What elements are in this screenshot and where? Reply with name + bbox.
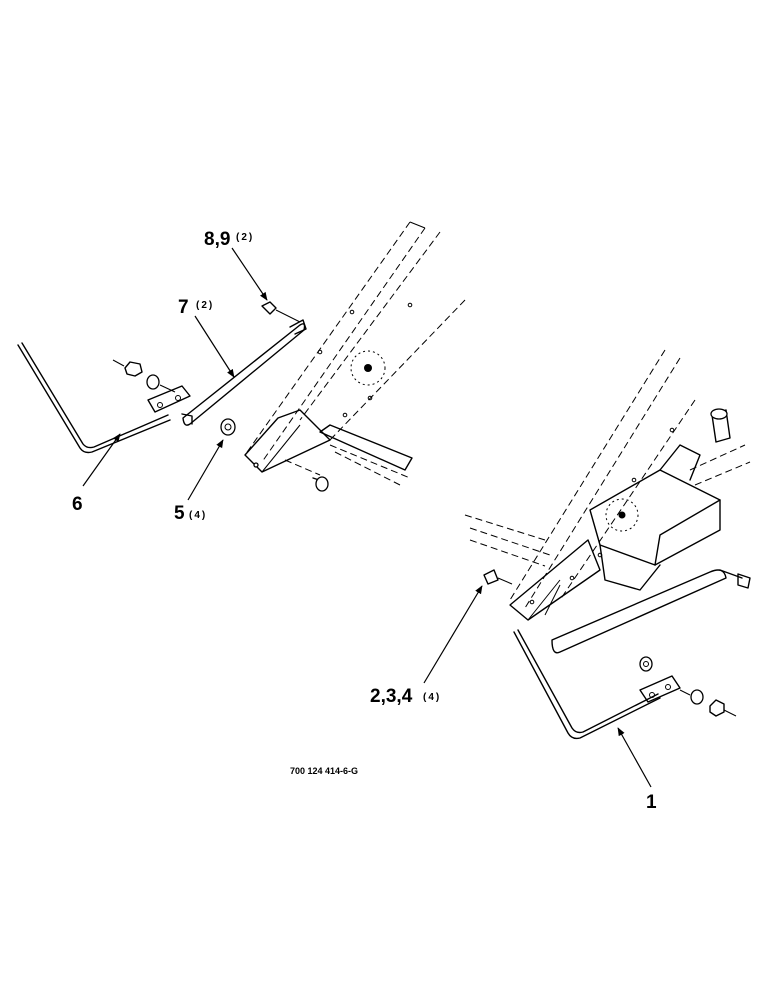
figure-reference-number: 700 124 414-6-G — [290, 766, 358, 776]
callout-1: 1 — [646, 792, 657, 813]
lower-rod — [551, 569, 751, 654]
callout-8-9-qty: (2) — [236, 232, 254, 243]
hardware-nut-washer-lower — [639, 656, 737, 717]
callout-labels: 6 7 (2) 8,9 (2) 5 (4) 2,3,4 (4) 1 — [72, 229, 657, 813]
callout-6: 6 — [72, 494, 83, 515]
part-6-shield-rod — [17, 342, 191, 454]
part-5-spacer — [220, 418, 236, 436]
callout-2-3-4-qty: (4) — [423, 692, 441, 703]
lower-leaders — [423, 585, 652, 788]
upper-frame-assembly — [244, 221, 466, 492]
part-7-rod — [181, 319, 307, 426]
part-1-shield-rod — [513, 629, 681, 740]
part-2-3-4-bolt — [483, 569, 513, 585]
callout-7-qty: (2) — [196, 300, 214, 311]
upper-leaders — [82, 247, 268, 501]
lower-frame-assembly — [464, 349, 751, 621]
hardware-nut-washer-upper — [112, 359, 176, 393]
callout-5-qty: (4) — [189, 510, 207, 521]
part-8-9-bolt — [261, 301, 301, 323]
callout-7: 7 — [178, 297, 189, 318]
callout-5: 5 — [174, 503, 185, 524]
callout-8-9: 8,9 — [204, 229, 230, 250]
callout-2-3-4: 2,3,4 — [370, 686, 413, 707]
